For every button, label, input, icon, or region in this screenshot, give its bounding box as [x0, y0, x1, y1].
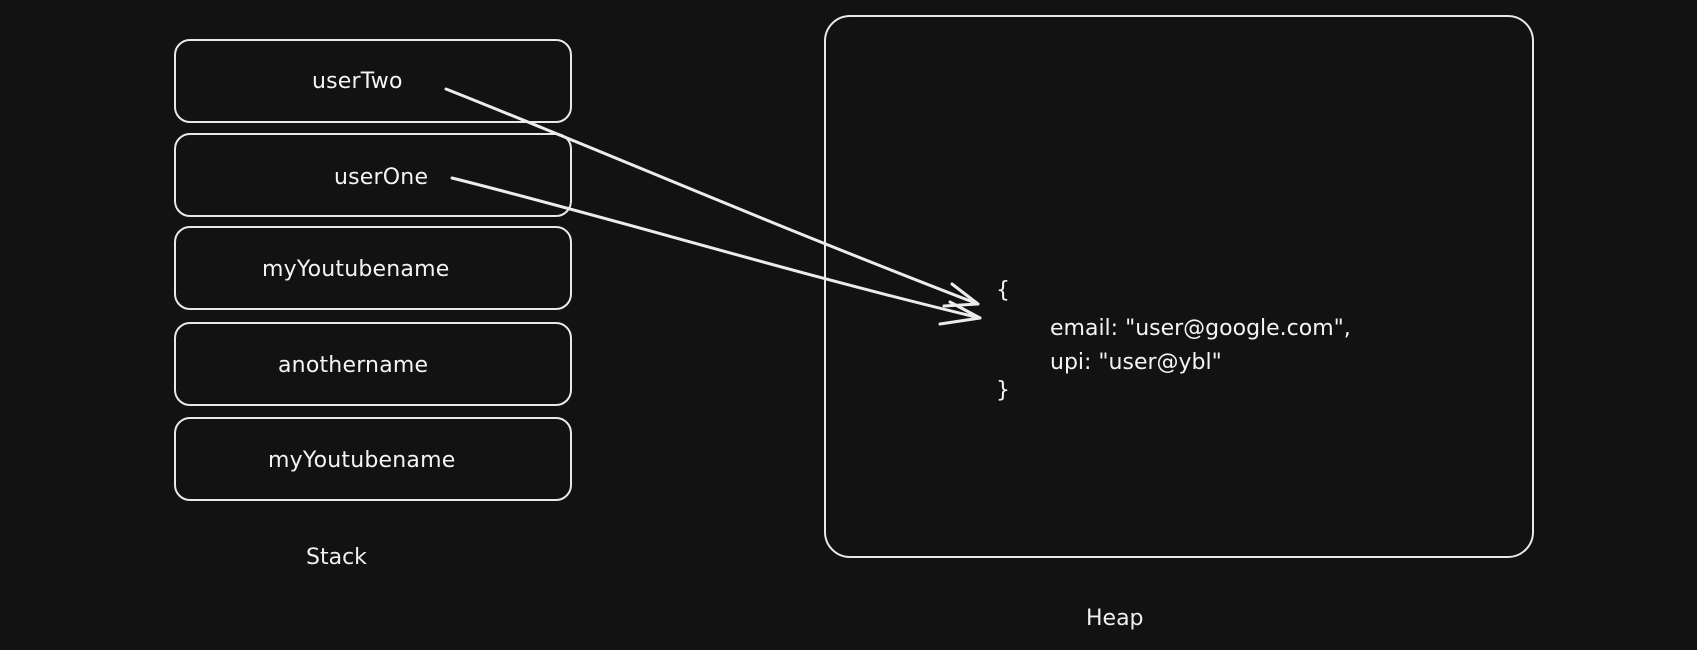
- stack-cell-usertwo: userTwo: [174, 39, 572, 123]
- stack-cell-myyoutubename-2: myYoutubename: [174, 417, 572, 501]
- object-close-brace: }: [996, 378, 1010, 403]
- stack-cell-label: anothername: [278, 353, 429, 378]
- stack-cell-label: myYoutubename: [262, 257, 450, 282]
- stack-cell-label: myYoutubename: [268, 448, 456, 473]
- stack-cell-anothername: anothername: [174, 322, 572, 406]
- heap-label: Heap: [1086, 606, 1144, 631]
- stack-cell-label: userOne: [334, 165, 429, 190]
- stack-cell-label: userTwo: [312, 69, 403, 94]
- object-open-brace: {: [996, 278, 1010, 303]
- heap-box: [824, 15, 1534, 558]
- object-property-email: email: "user@google.com",: [1050, 316, 1351, 341]
- stack-cell-myyoutubename-1: myYoutubename: [174, 226, 572, 310]
- stack-label: Stack: [306, 545, 367, 570]
- stack-cell-userone: userOne: [174, 133, 572, 217]
- object-property-upi: upi: "user@ybl": [1050, 350, 1222, 375]
